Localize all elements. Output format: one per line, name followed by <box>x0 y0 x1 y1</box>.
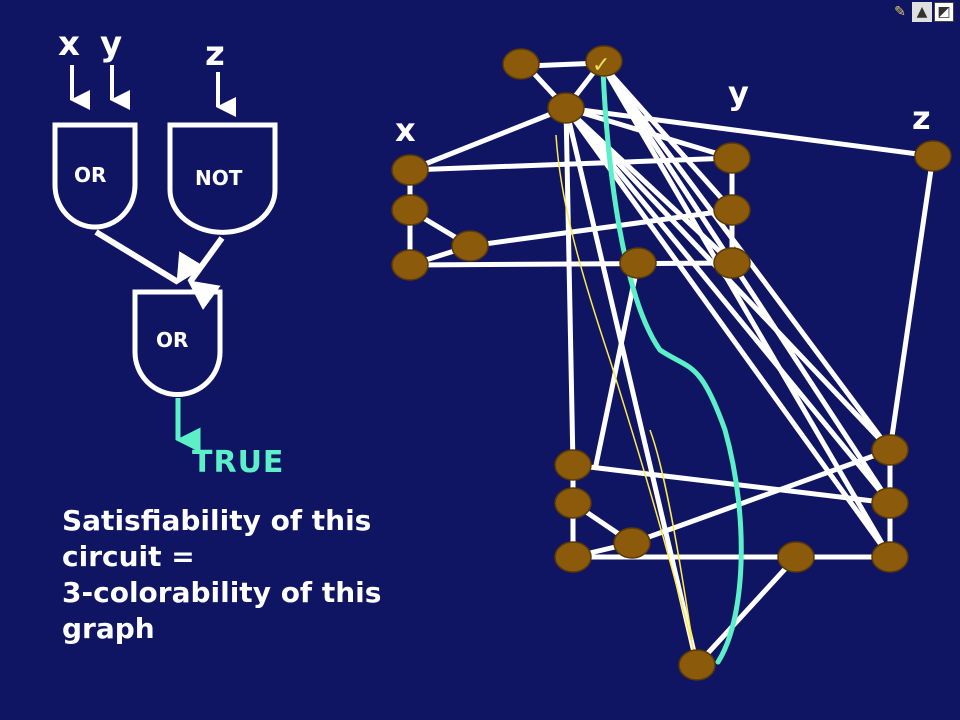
graph-node <box>871 541 909 573</box>
graph-edge <box>598 60 893 560</box>
graph-node <box>777 541 815 573</box>
graph-edge <box>887 153 936 453</box>
yellow-path-segment <box>649 429 693 641</box>
graph-edge <box>407 155 735 173</box>
graph-edge <box>570 462 893 506</box>
graph-edge <box>563 105 936 159</box>
graph-node <box>554 487 592 519</box>
graph-edge <box>598 60 735 213</box>
graph-node <box>713 142 751 174</box>
graph-node <box>554 449 592 481</box>
yellow-path <box>555 134 696 656</box>
graph-node <box>391 154 429 186</box>
caption-line: circuit = <box>62 540 195 573</box>
graph-node <box>914 140 952 172</box>
graph-label-x: x <box>395 111 416 149</box>
wire-or-to-or <box>94 229 205 285</box>
graph-node <box>871 487 909 519</box>
wire-not-to-or <box>187 236 225 311</box>
graph-edge <box>563 105 576 468</box>
or-gate-bottom-label: OR <box>156 328 188 352</box>
graph-nodes <box>391 45 952 681</box>
screen-icon[interactable]: ◩ <box>934 2 954 22</box>
graph-edge <box>629 447 893 546</box>
graph-node <box>713 247 751 279</box>
graph-edge <box>694 554 799 668</box>
or-gate-bottom <box>132 289 223 397</box>
graph-label-z: z <box>912 99 931 137</box>
graph-node <box>619 247 657 279</box>
mountain-icon[interactable]: ▲ <box>912 2 932 22</box>
graph-edge <box>593 260 641 468</box>
caption-line: 3-colorability of this <box>62 576 382 609</box>
not-gate <box>167 122 278 235</box>
not-gate-label: NOT <box>195 166 243 190</box>
graph-node <box>871 434 909 466</box>
graph-edge <box>563 105 700 668</box>
input-y-label: y <box>100 24 122 64</box>
graph-node <box>678 649 716 681</box>
graph-node <box>713 194 751 226</box>
input-z-label: z <box>205 34 225 74</box>
circuit: x y z OR NOT OR TRUE <box>52 24 284 480</box>
graph-edge <box>563 105 893 506</box>
caption-line: graph <box>62 612 155 645</box>
graph-node <box>502 48 540 80</box>
graph-node <box>554 541 592 573</box>
graph-edges <box>407 60 936 668</box>
slide-nav: ✎ ▲ ◩ <box>890 2 954 22</box>
graph-node <box>585 45 623 77</box>
graph-label-y: y <box>728 74 749 112</box>
graph-node <box>613 527 651 559</box>
graph-edge <box>407 105 569 173</box>
input-x-label: x <box>58 24 80 64</box>
caption-line: Satisfiability of this <box>62 504 372 537</box>
graph-node <box>391 249 429 281</box>
graph-edge <box>598 60 893 506</box>
output-true-label: TRUE <box>192 445 284 480</box>
caption: Satisfiability of this circuit = 3-color… <box>62 503 442 647</box>
check-mark: ✓ <box>592 53 610 78</box>
or-gate-top <box>52 122 138 230</box>
teal-path <box>600 67 744 665</box>
or-gate-top-label: OR <box>74 163 106 187</box>
graph-edge <box>563 105 893 560</box>
graph-node <box>391 194 429 226</box>
pencil-icon[interactable]: ✎ <box>894 4 906 20</box>
graph-node <box>547 92 585 124</box>
graph-node <box>451 230 489 262</box>
